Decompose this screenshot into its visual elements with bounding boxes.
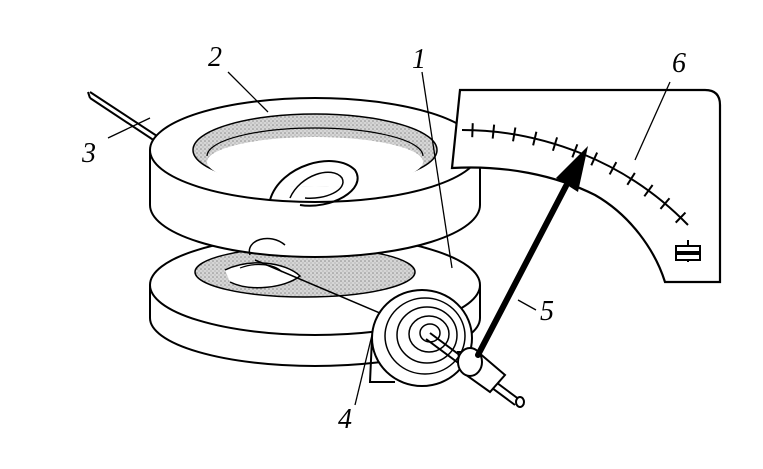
scale-tick: [491, 124, 496, 139]
scale-tick: [674, 211, 687, 224]
label-spring: 4: [338, 404, 352, 435]
scale-plate: [450, 88, 722, 284]
zero-adjuster-icon: [675, 240, 701, 262]
label-coil: 1: [412, 44, 426, 75]
scale-ticks: [471, 123, 687, 224]
scale-tick: [551, 137, 559, 152]
spiral-spring: [368, 289, 473, 387]
scale-tick: [571, 143, 579, 158]
upper-fixed-coil: [149, 97, 481, 258]
pointer-arrow: [475, 146, 588, 358]
scale-tick: [608, 161, 618, 175]
scale-tick: [512, 127, 517, 142]
scale-tick: [590, 152, 599, 166]
scale-tick: [532, 131, 538, 146]
leader-lines: [107, 71, 671, 406]
scale-tick: [471, 123, 474, 138]
shaft-left-end: [87, 91, 161, 144]
label-shaft: 3: [82, 138, 96, 169]
label-pointer: 5: [540, 296, 554, 327]
scale-tick: [626, 172, 636, 186]
label-core: 2: [208, 42, 222, 73]
scale-tick: [659, 197, 671, 210]
scale-tick: [643, 184, 654, 197]
label-scale: 6: [672, 48, 686, 79]
